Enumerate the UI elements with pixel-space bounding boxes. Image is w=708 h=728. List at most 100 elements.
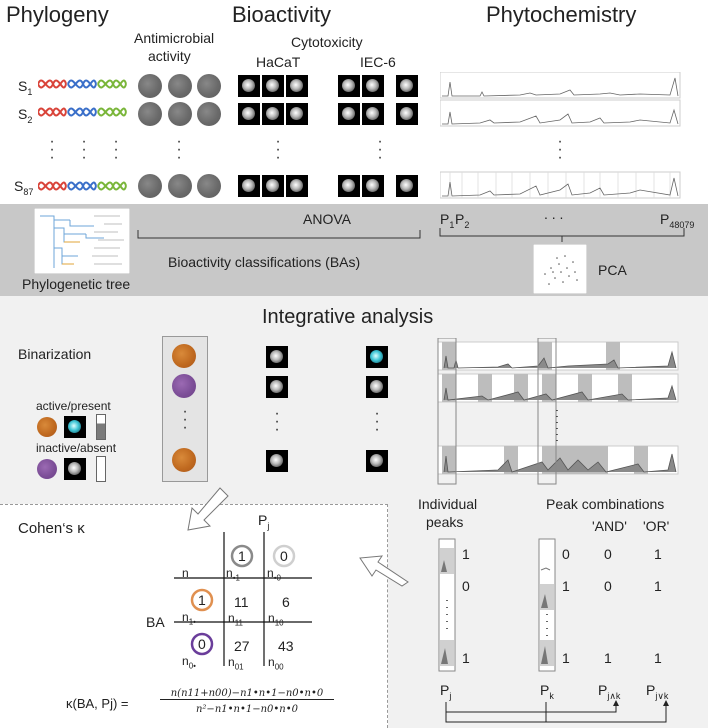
dots-vertical: ··· — [182, 403, 188, 436]
pj-bottom-label: Pj — [440, 682, 452, 701]
cell-image-icon — [362, 103, 384, 125]
petri-dish-icon — [138, 102, 162, 126]
cell-image-icon — [338, 103, 360, 125]
dots-vertical: ··· — [557, 133, 563, 166]
inactive-legend-dish-icon — [37, 459, 57, 479]
dots-vertical: ··· — [176, 133, 182, 166]
pca-scatter-icon — [533, 244, 587, 294]
cell-n10-value: 6 — [282, 594, 290, 610]
p-last-label: P48079 — [660, 211, 695, 230]
pk-value-1: 0 — [562, 546, 570, 562]
dots-vertical: ··· — [81, 133, 87, 166]
row-label-1: 1 — [198, 592, 206, 608]
dots-vertical: ··· — [374, 405, 380, 438]
cell-n11-label: n11 — [228, 611, 243, 628]
chromatogram-icon — [437, 373, 679, 403]
row-count-1: n1• — [182, 610, 196, 627]
cell-legend-icon — [64, 458, 86, 480]
pk-value-2: 1 — [562, 578, 570, 594]
cytotoxicity-label: Cytotoxicity — [291, 34, 363, 50]
phylogeny-header: Phylogeny — [6, 2, 109, 27]
ba-row-label: BA — [146, 614, 165, 630]
cell-image-icon — [396, 75, 418, 97]
bioactivity-header: Bioactivity — [232, 2, 332, 27]
or-value-1: 1 — [654, 546, 662, 562]
anova-label: ANOVA — [303, 211, 351, 227]
cell-image-icon — [238, 103, 260, 125]
or-label: 'OR' — [643, 518, 670, 534]
cyan-cell-image-icon — [366, 346, 388, 368]
petri-dish-icon — [138, 74, 162, 98]
sample-label-87: S87 — [14, 178, 34, 197]
cell-image-icon — [262, 75, 284, 97]
pca-label: PCA — [598, 262, 627, 278]
hacat-label: HaCaT — [256, 54, 301, 70]
petri-dish-icon — [168, 74, 192, 98]
col-header-1: 1 — [238, 548, 246, 564]
peaks-bracket — [439, 228, 685, 242]
antimicrobial-label-2: activity — [148, 48, 191, 64]
formula-denominator: n²−n1•n•1−n0•n•0 — [195, 704, 298, 715]
petri-dish-icon — [197, 102, 221, 126]
phylogenetic-tree-icon — [34, 208, 130, 274]
col-count-0: n•0 — [267, 566, 281, 583]
dna-icon-row — [38, 79, 127, 89]
cell-image-icon — [362, 175, 384, 197]
pk-bottom-label: Pk — [540, 682, 554, 701]
col-header-0: 0 — [280, 548, 288, 564]
chromatogram-icon — [437, 445, 679, 475]
chromatogram-icon — [440, 99, 681, 127]
pk-value-3: 1 — [562, 650, 570, 666]
chromatogram-icon — [440, 171, 681, 199]
cell-image-icon — [262, 103, 284, 125]
cell-n11-value: 11 — [234, 594, 249, 610]
dots-vertical: ··· — [377, 133, 383, 166]
antimicrobial-label-1: Antimicrobial — [134, 30, 215, 46]
row-count-0: n0• — [182, 654, 196, 671]
absent-legend-icon — [96, 456, 106, 482]
cell-image-icon — [338, 175, 360, 197]
cell-image-icon — [262, 175, 284, 197]
and-label: 'AND' — [592, 518, 627, 534]
and-value-2: 0 — [604, 578, 612, 594]
petri-dish-icon — [168, 174, 192, 198]
sample-label-1: S1 — [18, 78, 33, 97]
petri-dish-icon — [197, 174, 221, 198]
iec6-label: IEC-6 — [360, 54, 396, 70]
pj-header: Pj — [258, 512, 270, 531]
ba-classifications-label: Bioactivity classifications (BAs) — [168, 254, 361, 270]
n-total-label: n — [182, 566, 189, 580]
cell-n00-label: n00 — [268, 655, 284, 672]
and-value-1: 0 — [604, 546, 612, 562]
active-dish-icon — [172, 448, 196, 472]
dots-vertical: ··· — [275, 133, 281, 166]
cell-n10-label: n10 — [268, 611, 284, 628]
pj-or-pk-label: Pj∨k — [646, 682, 669, 701]
individual-peaks-label-2: peaks — [426, 514, 464, 530]
contingency-grid — [174, 532, 312, 666]
dots-vertical: ··· — [113, 133, 119, 166]
pj-and-pk-label: Pj∧k — [598, 682, 621, 701]
cell-image-icon — [286, 103, 308, 125]
phytochemistry-header: Phytochemistry — [486, 2, 637, 27]
cell-image-icon — [396, 175, 418, 197]
chromatogram-icon — [437, 341, 679, 371]
cell-image-icon — [266, 450, 288, 472]
cell-image-icon — [286, 75, 308, 97]
active-legend-dish-icon — [37, 417, 57, 437]
cell-image-icon — [238, 175, 260, 197]
cell-image-icon — [366, 450, 388, 472]
chromatogram-icons — [440, 72, 681, 199]
row-label-0: 0 — [198, 636, 206, 652]
pj-peak-strip — [438, 538, 456, 672]
p1-label: P1 — [440, 211, 455, 230]
pj-value-1: 1 — [462, 546, 470, 562]
combination-connectors — [445, 700, 669, 723]
individual-peaks-label-1: Individual — [418, 496, 478, 512]
p2-label: P2 — [455, 211, 470, 230]
or-value-3: 1 — [654, 650, 662, 666]
or-value-2: 1 — [654, 578, 662, 594]
sample-label-2: S2 — [18, 106, 33, 125]
cell-image-icon — [338, 75, 360, 97]
inactive-absent-label: inactive/absent — [36, 441, 117, 455]
